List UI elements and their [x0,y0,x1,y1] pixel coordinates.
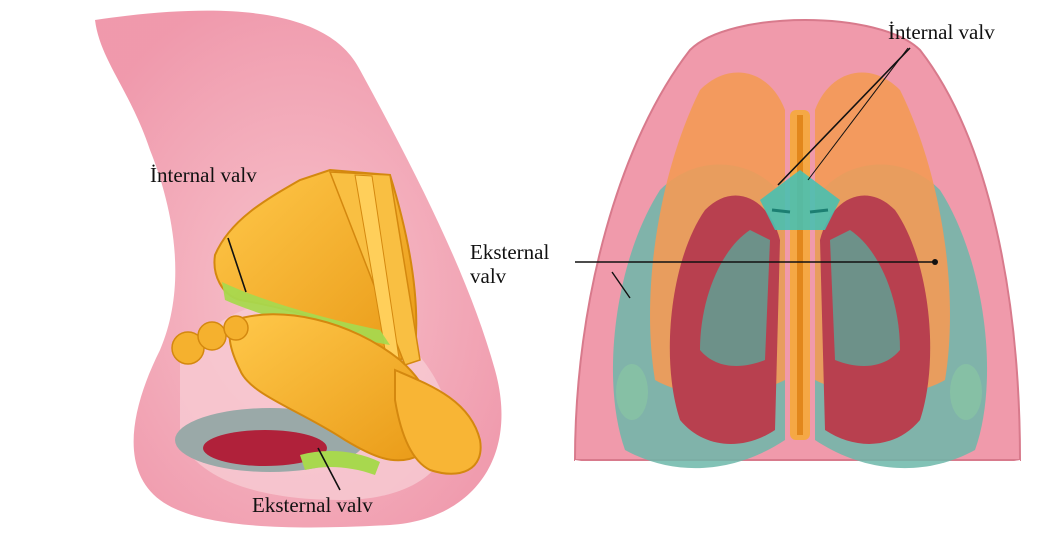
basal-external-valve-label: Eksternal valv [470,240,549,288]
basal-lobule-right [950,364,982,420]
sesamoid-cartilage [224,316,248,340]
basal-external-leader-dot [932,259,938,265]
basal-external-valve-label-line2: valv [470,264,506,288]
basal-skin-base [575,460,1020,540]
basal-internal-valve-label: İnternal valv [888,20,995,44]
lateral-internal-valve-label: İnternal valv [150,163,257,187]
basal-external-valve-label-line1: Eksternal [470,240,549,264]
lateral-view-panel [95,11,501,528]
basal-view-panel [575,20,1020,540]
basal-lobule-left [616,364,648,420]
lateral-external-valve-label: Eksternal valv [252,493,373,517]
sesamoid-cartilage [198,322,226,350]
